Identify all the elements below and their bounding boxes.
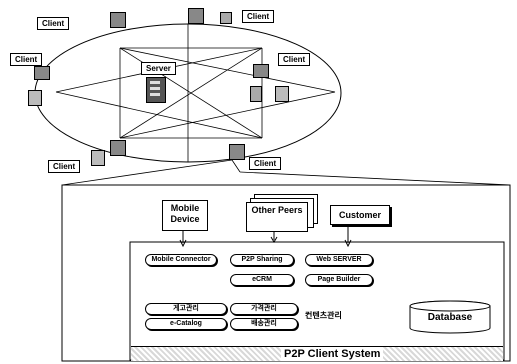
system-title: P2P Client System bbox=[281, 347, 384, 361]
client-computer-icon bbox=[220, 12, 232, 24]
client-computer-icon bbox=[91, 150, 105, 166]
system-frame bbox=[61, 184, 511, 362]
content-module: 배송관리 bbox=[230, 318, 298, 330]
ecrm-module: eCRM bbox=[230, 274, 294, 286]
other-peers-box: Other Peers bbox=[246, 202, 308, 232]
client-computer-icon bbox=[110, 12, 126, 28]
client-computer-icon bbox=[229, 144, 245, 160]
callout-lines bbox=[61, 159, 511, 186]
content-management-label: 컨텐츠관리 bbox=[305, 311, 342, 320]
star-lines bbox=[55, 24, 336, 162]
content-module: 가격관리 bbox=[230, 303, 298, 315]
client-computer-icon bbox=[188, 8, 204, 24]
client-label: Client bbox=[278, 53, 311, 66]
client-computer-icon bbox=[253, 64, 269, 78]
client-label: Client bbox=[48, 160, 81, 173]
client-computer-icon bbox=[110, 140, 126, 156]
client-computer-icon bbox=[34, 66, 50, 80]
customer-box: Customer bbox=[330, 205, 390, 225]
client-computer-icon bbox=[250, 86, 262, 102]
page-builder-module: Page Builder bbox=[305, 274, 373, 286]
client-label: Client bbox=[10, 53, 43, 66]
web-server-module: Web SERVER bbox=[305, 254, 373, 266]
content-module: e-Catalog bbox=[145, 318, 227, 330]
database-label: Database bbox=[427, 312, 473, 323]
server-label: Server bbox=[141, 62, 176, 75]
client-computer-icon bbox=[28, 90, 42, 106]
mobile-connector-module: Mobile Connector bbox=[145, 254, 217, 266]
client-computer-icon bbox=[275, 86, 289, 102]
client-label: Client bbox=[249, 157, 282, 170]
p2p-sharing-module: P2P Sharing bbox=[230, 254, 294, 266]
client-label: Client bbox=[37, 17, 70, 30]
system-title-bar: P2P Client System bbox=[131, 346, 503, 361]
mobile-device-box: Mobile Device bbox=[162, 200, 208, 231]
client-label: Client bbox=[242, 10, 275, 23]
server-icon bbox=[146, 77, 166, 103]
content-module: 게고관리 bbox=[145, 303, 227, 315]
